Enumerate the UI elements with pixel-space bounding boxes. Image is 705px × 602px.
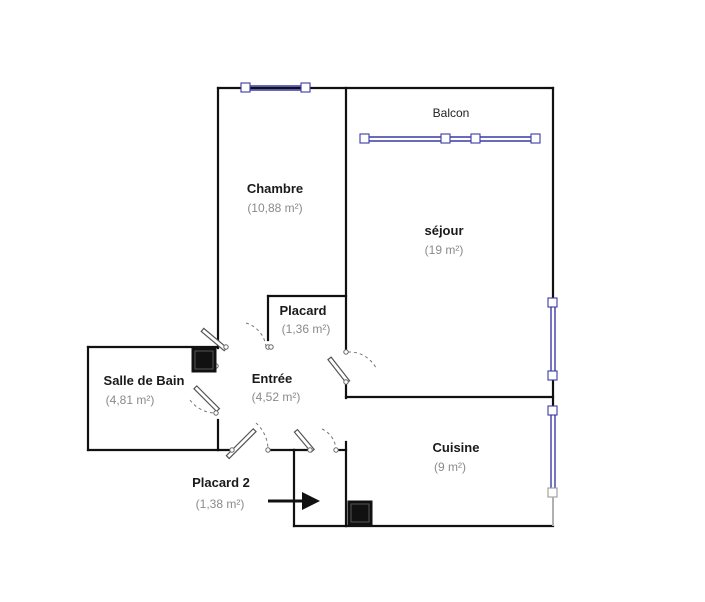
window-balcon	[359, 133, 541, 144]
ventilation-duct-icon	[191, 347, 217, 373]
room-label-salle-de-bain: Salle de Bain	[104, 373, 185, 388]
door-entree	[225, 422, 271, 460]
room-area-sejour: (19 m²)	[425, 243, 464, 257]
room-area-cuisine: (9 m²)	[434, 460, 466, 474]
room-area-salle-de-bain: (4,81 m²)	[106, 393, 155, 407]
door-placard2	[293, 428, 339, 453]
room-area-entree: (4,52 m²)	[252, 390, 301, 404]
room-area-placard: (1,36 m²)	[282, 322, 331, 336]
room-area-placard2: (1,38 m²)	[196, 497, 245, 511]
window-sejour	[547, 297, 558, 381]
room-label-balcon: Balcon	[433, 106, 470, 120]
door-placard	[268, 344, 274, 350]
door-sejour	[327, 349, 377, 385]
room-label-placard: Placard	[280, 303, 327, 318]
room-label-placard2: Placard 2	[192, 475, 250, 490]
room-label-chambre: Chambre	[247, 181, 303, 196]
walls	[86, 86, 555, 528]
room-area-chambre: (10,88 m²)	[247, 201, 302, 215]
room-label-sejour: séjour	[424, 223, 463, 238]
room-label-cuisine: Cuisine	[433, 440, 480, 455]
ventilation-duct-icon	[347, 500, 373, 526]
window-chambre	[240, 82, 311, 93]
entrance-arrow-icon	[268, 492, 320, 510]
window-cuisine	[547, 405, 558, 526]
room-label-entree: Entrée	[252, 371, 292, 386]
